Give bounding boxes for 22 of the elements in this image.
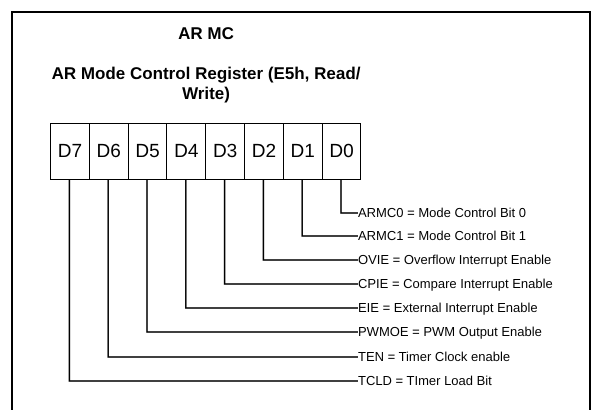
leader-line [224,180,358,285]
bit-cell: D2 [244,123,284,180]
leader-line [68,180,358,382]
bit-cell: D3 [205,123,245,180]
leader-line [185,180,358,309]
bit-cell: D6 [88,123,129,180]
leader-line [301,180,358,237]
leader-line [146,180,358,333]
title: AR MC [177,24,235,44]
bit-cell: D7 [50,123,90,180]
register-heading: AR Mode Control Register (E5h, Read/ Write) [50,64,362,104]
bit-description: CPIE = Compare Interrupt Enable [358,276,553,292]
bit-cell: D5 [128,123,168,180]
bit-cell: D0 [322,123,362,180]
bit-description: PWMOE = PWM Output Enable [358,324,542,340]
bit-cell: D4 [166,123,206,180]
leader-line [262,180,358,261]
bit-description: OVIE = Overflow Interrupt Enable [358,252,552,268]
leader-line [340,180,358,214]
bit-description: EIE = External Interrupt Enable [358,300,538,316]
leader-line [107,180,358,358]
bit-cell: D1 [282,123,323,180]
